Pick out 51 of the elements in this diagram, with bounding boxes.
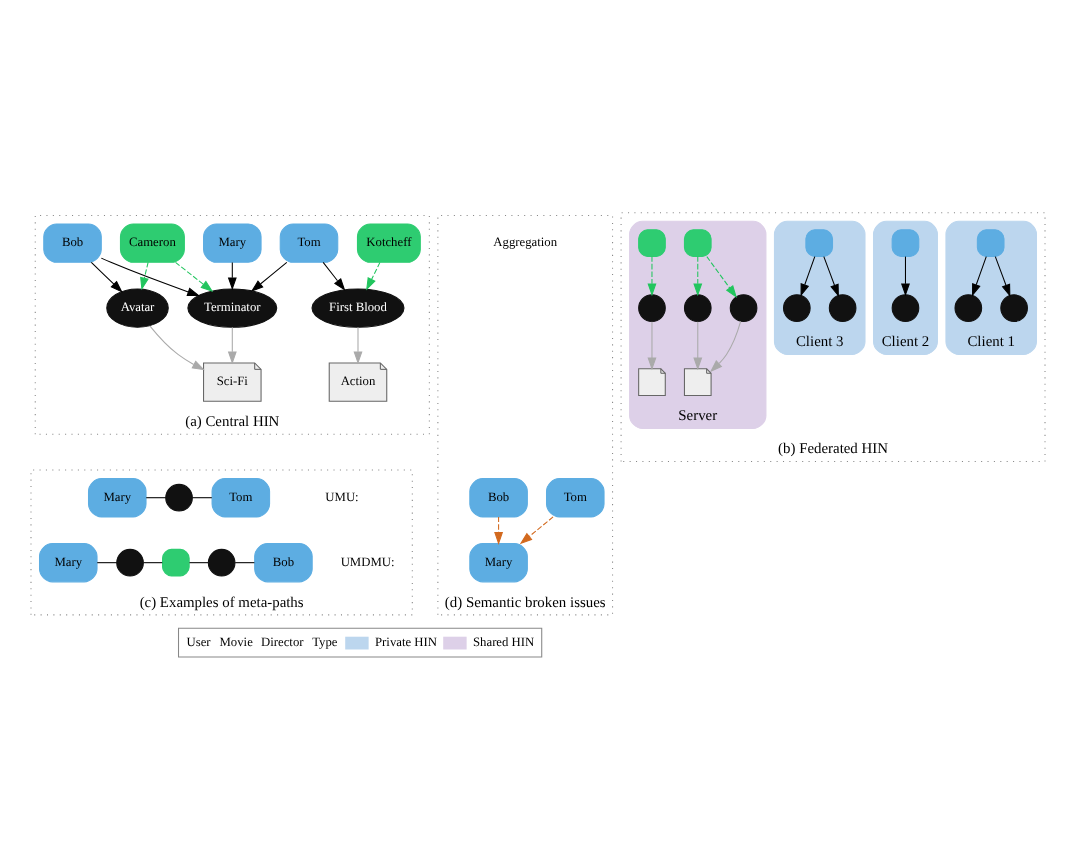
node-person [805, 229, 834, 257]
arrow [227, 326, 237, 365]
arrow [647, 256, 657, 297]
connector [234, 562, 255, 564]
arrow [972, 256, 987, 297]
arrow [693, 256, 703, 297]
connector [96, 562, 118, 564]
connector [143, 562, 163, 564]
node-person [891, 229, 920, 257]
arrow [322, 261, 346, 291]
cluster: Server [629, 220, 767, 429]
node-circle [638, 294, 666, 322]
node-person [162, 548, 190, 577]
arrow [149, 325, 205, 371]
node-circle [729, 294, 758, 322]
arrow [227, 261, 237, 291]
node-person [638, 229, 666, 257]
arrow [800, 256, 816, 297]
cluster: Client 3 [773, 220, 866, 355]
arrow [140, 261, 149, 291]
arrow [250, 261, 288, 292]
node-circle [783, 294, 811, 322]
arrow [823, 256, 839, 297]
arrow [353, 326, 363, 365]
arrow [709, 320, 742, 373]
arrow [901, 256, 910, 297]
connector [145, 497, 167, 499]
arrow [90, 261, 123, 293]
node-person [683, 229, 712, 257]
arrow [647, 321, 657, 371]
arrow [519, 516, 554, 545]
node-circle [1000, 294, 1028, 322]
node-person [976, 229, 1005, 257]
node-circle [683, 294, 712, 322]
cluster: Client 2 [873, 220, 938, 355]
arrow [494, 516, 504, 545]
node-circle [828, 294, 857, 322]
connector [192, 497, 213, 499]
node-circle [891, 294, 920, 322]
node-circle [207, 548, 236, 577]
node-circle [165, 483, 193, 512]
arrow [693, 321, 703, 371]
node-circle [116, 548, 144, 577]
connector [188, 562, 209, 564]
node-circle [954, 294, 983, 322]
arrow [994, 256, 1011, 297]
cluster: Client 1 [945, 220, 1038, 355]
arrow [706, 256, 737, 299]
arrow [175, 261, 214, 293]
arrow [366, 261, 381, 291]
arrow [100, 257, 201, 297]
